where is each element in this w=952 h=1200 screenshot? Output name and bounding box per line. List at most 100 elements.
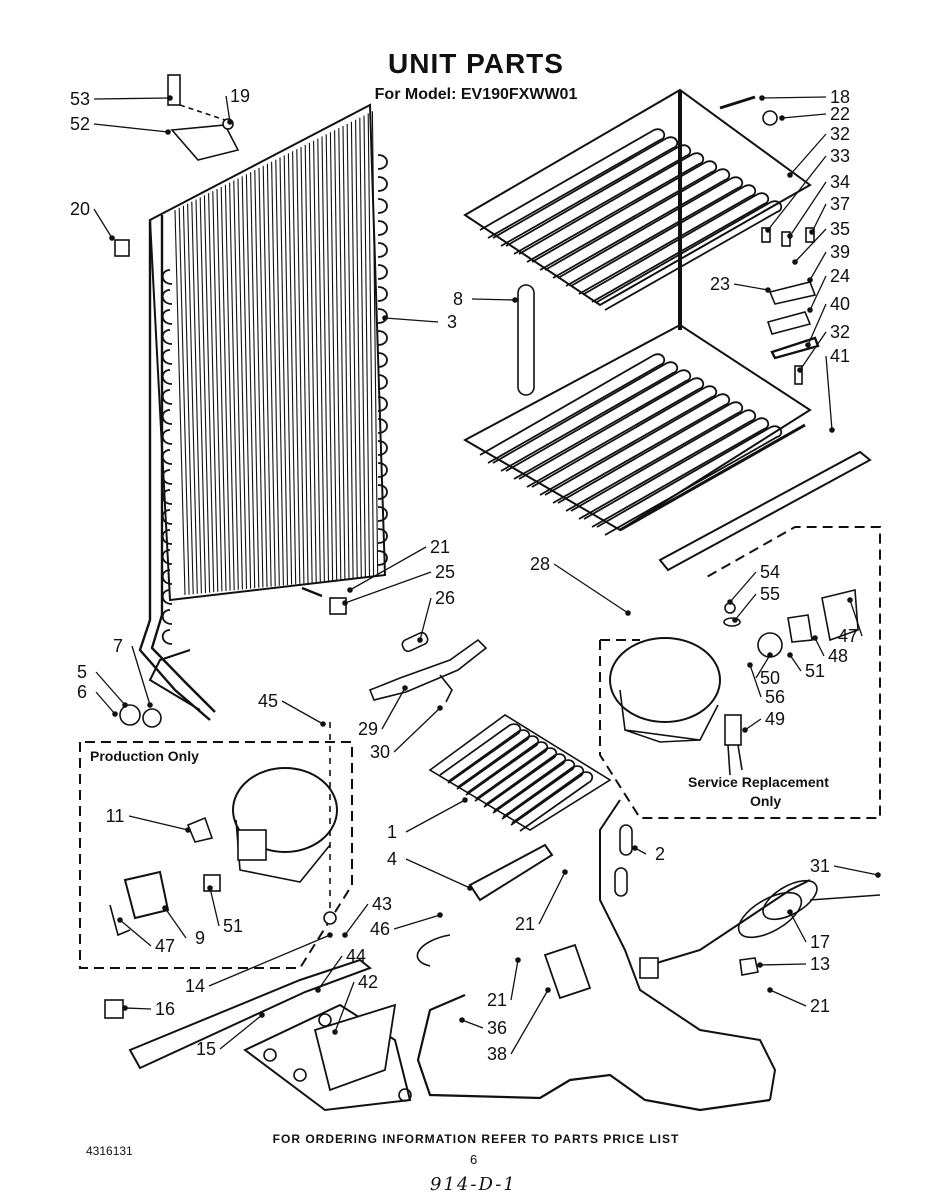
callout-label: 26 <box>435 588 455 608</box>
callout-label: 51 <box>223 916 243 936</box>
callout-leader <box>95 671 126 706</box>
callout-arrowhead <box>122 702 128 708</box>
callout-arrowhead <box>625 610 631 616</box>
callout-arrowhead <box>122 1005 128 1011</box>
evaporator-lower <box>462 323 812 536</box>
callout-label: 48 <box>828 646 848 666</box>
callout-label: 46 <box>370 919 390 939</box>
callout-arrowhead <box>109 235 115 241</box>
callout-leader <box>733 283 769 291</box>
callout-arrowhead <box>382 315 388 321</box>
callout-leader <box>510 959 519 1001</box>
callout-leader <box>225 95 231 123</box>
callout-label: 11 <box>106 806 125 826</box>
document-number: 4316131 <box>86 1144 133 1158</box>
callout-label: 2 <box>655 844 665 864</box>
wire-loop <box>416 934 451 967</box>
callout-label: 39 <box>830 242 850 262</box>
callout-label: 19 <box>230 86 250 106</box>
callout-arrowhead <box>259 1012 265 1018</box>
callout-label: 7 <box>113 636 123 656</box>
callout-label: 4 <box>387 849 397 869</box>
callout-leader <box>119 919 152 947</box>
callout-arrowhead <box>767 987 773 993</box>
callout-arrowhead <box>545 987 551 993</box>
callout-label: 30 <box>370 742 390 762</box>
callout-leader <box>124 1007 152 1010</box>
callout-label: 32 <box>830 124 850 144</box>
callout-arrowhead <box>757 962 763 968</box>
callout-arrowhead <box>765 287 771 293</box>
callout-leader <box>419 597 432 641</box>
callout-arrowhead <box>327 932 333 938</box>
callout-arrowhead <box>437 705 443 711</box>
callout-label: 43 <box>372 894 392 914</box>
callout-label: 20 <box>70 199 90 219</box>
callout-arrowhead <box>342 600 348 606</box>
callout-leader <box>381 687 406 730</box>
callout-leader <box>128 815 189 831</box>
callout-label: 28 <box>530 554 550 574</box>
callout-label: 29 <box>358 719 378 739</box>
service-replacement-label: Service Replacement <box>688 774 829 790</box>
callout-arrowhead <box>807 277 813 283</box>
callout-arrowhead <box>332 1029 338 1035</box>
callout-leader <box>344 903 369 936</box>
callout-label: 17 <box>810 932 830 952</box>
callout-label: 40 <box>830 294 850 314</box>
callout-leader <box>761 96 827 99</box>
callout-leader <box>789 133 827 176</box>
callout-arrowhead <box>347 587 353 593</box>
callout-arrowhead <box>462 797 468 803</box>
callout-label: 56 <box>765 687 785 707</box>
callout-arrowhead <box>787 172 793 178</box>
power-cord <box>639 879 881 979</box>
callout-leader <box>471 298 516 301</box>
callout-leader <box>93 123 169 133</box>
callout-leader <box>131 645 151 706</box>
callout-arrowhead <box>759 95 765 101</box>
callout-label: 8 <box>453 289 463 309</box>
callout-label: 54 <box>760 562 780 582</box>
callout-label: 21 <box>430 537 450 557</box>
drier-assembly <box>301 586 488 703</box>
callout-arrowhead <box>787 909 793 915</box>
heater-bar <box>468 843 554 902</box>
callout-leader <box>809 275 827 311</box>
callout-leader <box>814 637 825 657</box>
callout-label: 34 <box>830 172 850 192</box>
callout-label: 47 <box>155 936 175 956</box>
capillary-tube <box>416 993 771 1112</box>
page-number: 6 <box>470 1152 478 1167</box>
callout-leader <box>461 1019 484 1029</box>
callout-label: 42 <box>358 972 378 992</box>
callout-label: 25 <box>435 562 455 582</box>
callout-arrowhead <box>767 652 773 658</box>
callout-leader <box>781 113 827 119</box>
callout-arrowhead <box>117 917 123 923</box>
callout-label: 32 <box>830 322 850 342</box>
callout-leader <box>833 865 879 876</box>
callout-leader <box>344 571 432 604</box>
ordering-footer: FOR ORDERING INFORMATION REFER TO PARTS … <box>272 1132 680 1146</box>
callout-arrowhead <box>227 119 233 125</box>
callout-label: 5 <box>77 662 87 682</box>
callout-leader <box>789 654 802 672</box>
callout-leader <box>405 799 466 833</box>
callout-label: 41 <box>830 346 850 366</box>
callout-arrowhead <box>829 427 835 433</box>
service-replacement-box <box>599 526 881 819</box>
callout-label: 36 <box>487 1018 507 1038</box>
callout-label: 21 <box>810 996 830 1016</box>
page-title: UNIT PARTS <box>388 48 564 79</box>
callout-leader <box>208 934 331 987</box>
compressor-production <box>109 767 338 937</box>
callout-label: 31 <box>810 856 830 876</box>
callout-arrowhead <box>515 957 521 963</box>
callout-label: 55 <box>760 584 780 604</box>
callout-leader <box>825 355 833 431</box>
callout-label: 3 <box>447 312 457 332</box>
callout-arrowhead <box>459 1017 465 1023</box>
callout-arrowhead <box>417 637 423 643</box>
